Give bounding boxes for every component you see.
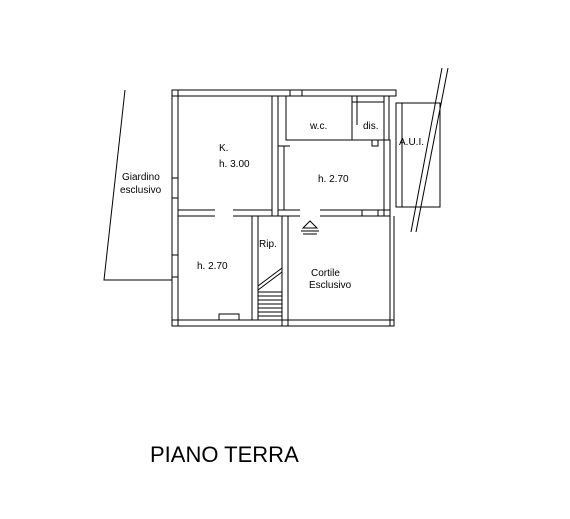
label-left-room-height: h. 2.70 bbox=[197, 261, 228, 272]
right-room-walls bbox=[278, 139, 391, 217]
top-window bbox=[289, 89, 303, 97]
wc-walls bbox=[285, 95, 390, 141]
pipe bbox=[371, 139, 379, 147]
label-rip: Rip. bbox=[259, 239, 277, 250]
label-garden-2: esclusivo bbox=[120, 185, 162, 196]
garden-window bbox=[171, 177, 179, 199]
label-courtyard-2: Esclusivo bbox=[309, 280, 352, 291]
aui-boundary bbox=[410, 67, 449, 233]
label-aui: A.U.I. bbox=[399, 137, 424, 148]
left-room-walls bbox=[171, 215, 259, 321]
staircase bbox=[257, 267, 283, 321]
label-kitchen: K. bbox=[219, 143, 228, 154]
label-wc: w.c. bbox=[309, 121, 327, 132]
label-garden-1: Giardino bbox=[122, 172, 160, 183]
label-kitchen-height: h. 3.00 bbox=[219, 159, 250, 170]
label-courtyard-1: Cortile bbox=[311, 268, 340, 279]
label-right-room-height: h. 2.70 bbox=[318, 174, 349, 185]
aui-walls bbox=[395, 102, 441, 208]
label-dis: dis. bbox=[363, 121, 379, 132]
plan-title: PIANO TERRA bbox=[150, 442, 299, 467]
kitchen-walls bbox=[178, 95, 279, 217]
entrance-arrow-icon bbox=[301, 220, 319, 235]
